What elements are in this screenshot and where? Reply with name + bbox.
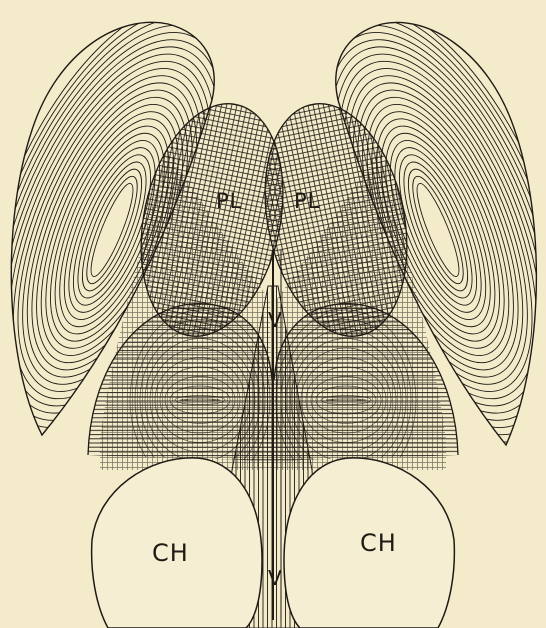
label-v-lower: V: [268, 568, 283, 588]
label-v-upper: V: [268, 310, 283, 330]
label-ch-left: CH: [152, 541, 189, 565]
label-pl-right: PL: [294, 191, 320, 212]
label-pl-left: PL: [216, 191, 242, 212]
label-ch-right: CH: [360, 531, 397, 555]
